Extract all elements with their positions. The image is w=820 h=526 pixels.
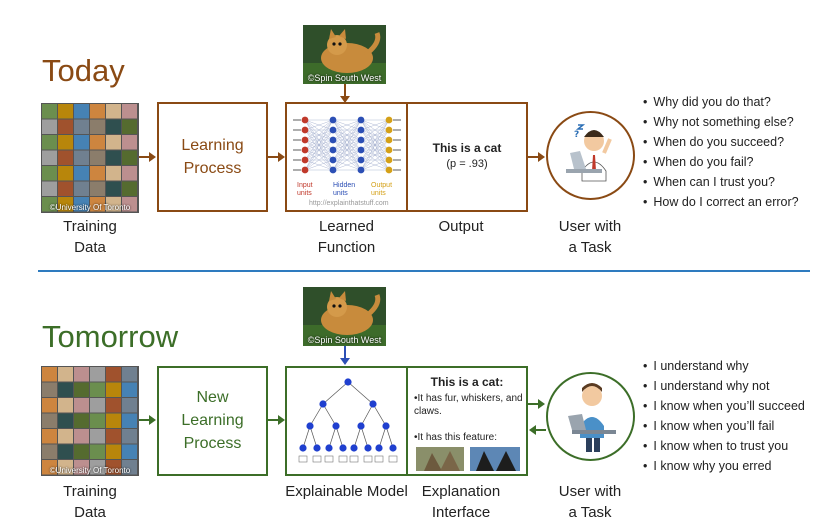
explanation-interface-caption: Explanation Interface xyxy=(421,483,501,521)
down-arrow-icon xyxy=(340,346,350,365)
explanation-item-text: It has this feature: xyxy=(417,432,498,443)
dataset-credit: ©University Of Toronto xyxy=(49,466,131,475)
explainable-model-caption: Explainable Model xyxy=(285,483,408,500)
confused-user-icon: ? xyxy=(546,111,635,200)
arrow-right-icon xyxy=(528,399,545,409)
question-item: When can I trust you? xyxy=(643,172,799,192)
statement-item: I know when to trust you xyxy=(643,436,805,456)
new-learning-process-box: New Learning Process xyxy=(157,366,268,476)
arrow-right-icon xyxy=(268,152,285,162)
learning-process-box: Learning Process xyxy=(157,102,268,212)
explanation-item: •It has fur, whiskers, and claws. xyxy=(414,393,523,417)
svg-text:?: ? xyxy=(574,130,579,140)
cat-photo-icon: ©Spin South West xyxy=(303,25,386,84)
question-item: When do you succeed? xyxy=(643,132,799,152)
happy-user-icon xyxy=(546,372,635,461)
today-user-caption: User with a Task xyxy=(558,218,622,256)
explanation-item: •It has this feature: xyxy=(414,432,498,443)
question-item: Why did you do that? xyxy=(643,92,799,112)
statement-item: I know when you’ll fail xyxy=(643,416,805,436)
statement-item: I know why you erred xyxy=(643,456,805,476)
network-output-label: Output units xyxy=(371,182,393,197)
training-image-grid-icon: ©University Of Toronto xyxy=(41,366,139,476)
network-credit: http://explainthatstuff.com xyxy=(309,200,389,207)
dataset-credit: ©University Of Toronto xyxy=(49,203,131,212)
section-divider xyxy=(38,270,810,272)
training-data-caption: Training Data xyxy=(63,483,117,521)
neural-network-icon xyxy=(293,116,401,174)
network-hidden-label: Hidden units xyxy=(333,182,356,197)
arrow-right-icon xyxy=(528,152,545,162)
explanation-item-text: It has fur, whiskers, and claws. xyxy=(414,393,523,417)
network-input-label: Input units xyxy=(297,182,313,197)
question-item: Why not something else? xyxy=(643,112,799,132)
statement-item: I understand why xyxy=(643,356,805,376)
cat-photo-credit: ©Spin South West xyxy=(307,73,382,83)
question-item: How do I correct an error? xyxy=(643,192,798,212)
today-questions-list: Why did you do that? Why not something e… xyxy=(643,92,799,212)
tomorrow-heading: Tomorrow xyxy=(42,319,179,354)
today-heading: Today xyxy=(42,53,125,88)
decision-tree-icon xyxy=(298,378,398,463)
arrow-left-icon xyxy=(529,425,546,435)
training-image-grid-icon: ©University Of Toronto xyxy=(41,103,139,213)
training-data-caption: Training Data xyxy=(63,218,117,256)
tomorrow-statements-list: I understand why I understand why not I … xyxy=(643,356,805,476)
explainable-model-box xyxy=(285,366,408,476)
arrow-right-icon xyxy=(268,415,285,425)
statement-item: I know when you’ll succeed xyxy=(643,396,804,416)
output-probability: (p = .93) xyxy=(446,158,488,170)
cat-ear-feature-icon xyxy=(470,447,520,471)
cat-photo-icon: ©Spin South West xyxy=(303,287,386,346)
learning-process-label: Learning Process xyxy=(181,137,244,177)
statement-item: I understand why not xyxy=(643,376,805,396)
output-box: This is a cat (p = .93) xyxy=(406,102,528,212)
cat-photo-credit: ©Spin South West xyxy=(307,335,382,345)
output-caption: Output xyxy=(438,218,484,235)
learned-function-caption: Learned Function xyxy=(317,218,376,256)
output-title: This is a cat xyxy=(432,141,502,155)
arrow-right-icon xyxy=(139,415,156,425)
cat-ear-feature-icon xyxy=(416,447,464,471)
tomorrow-user-caption: User with a Task xyxy=(558,483,622,521)
question-item: When do you fail? xyxy=(643,152,799,172)
down-arrow-icon xyxy=(340,84,350,103)
explanation-interface-box: This is a cat: •It has fur, whiskers, an… xyxy=(406,366,528,476)
new-learning-process-label: New Learning Process xyxy=(181,389,244,452)
arrow-right-icon xyxy=(139,152,156,162)
learned-function-box: Input units Hidden units Output units ht… xyxy=(285,102,408,212)
explanation-title: This is a cat: xyxy=(430,375,504,389)
